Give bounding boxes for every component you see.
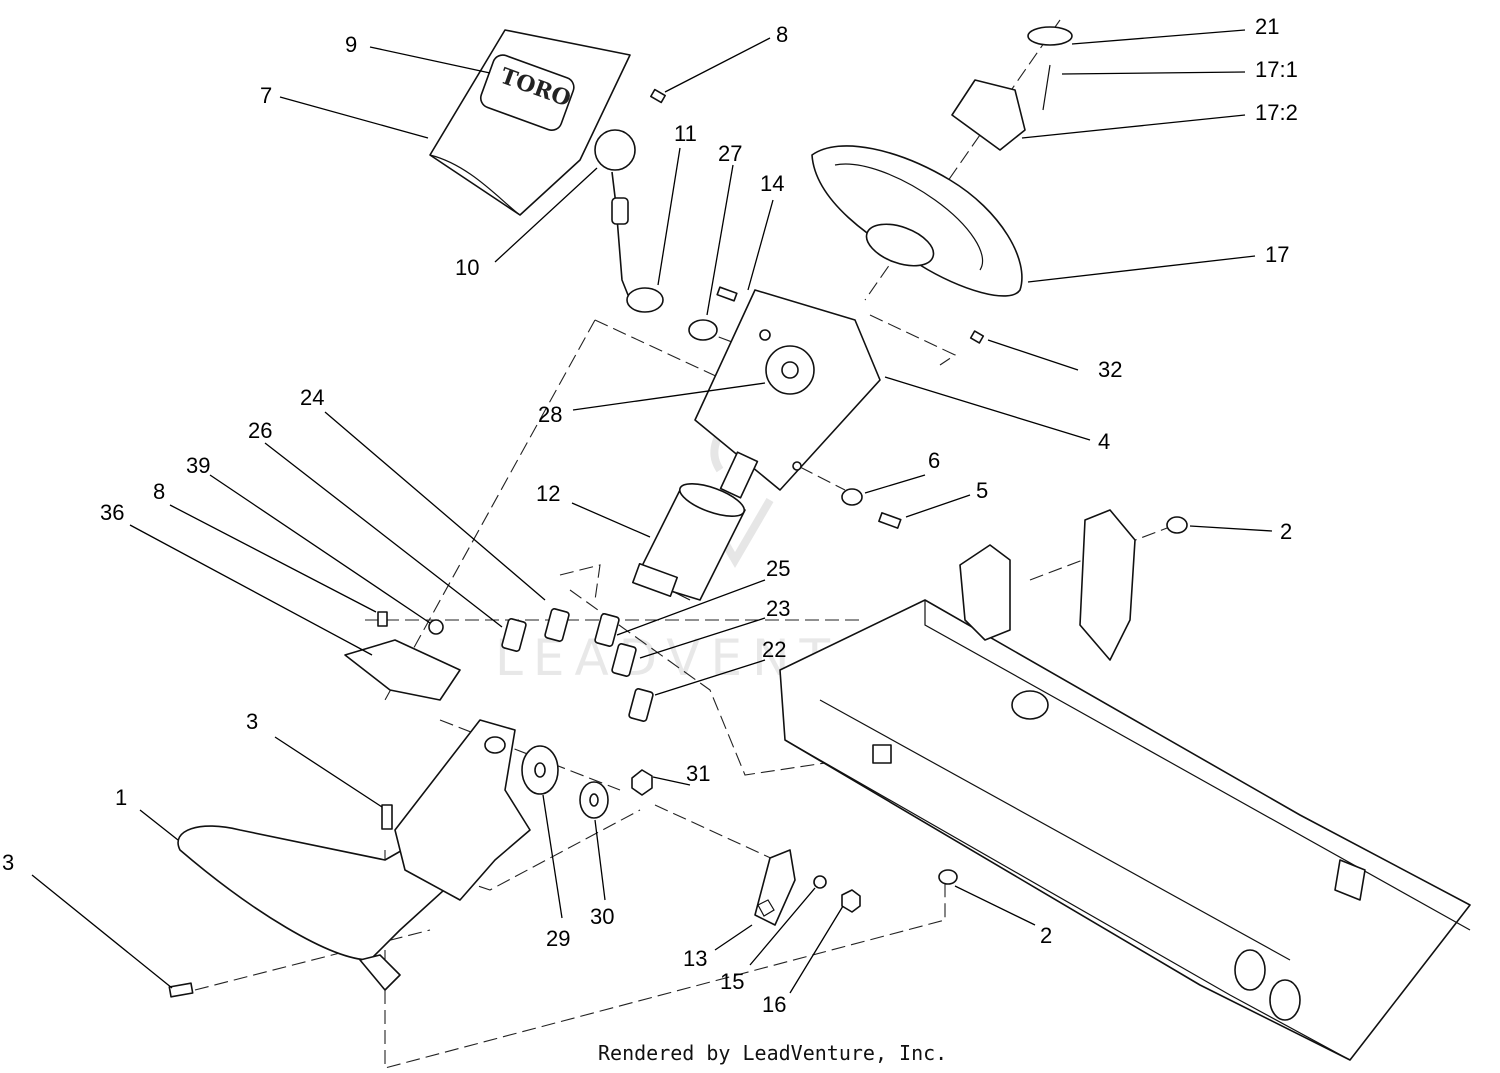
callout-6: 6 xyxy=(928,448,940,473)
steering-cap-parts xyxy=(951,26,1073,151)
hardware-bolts xyxy=(168,88,1188,998)
callout-3: 3 xyxy=(246,709,258,734)
steering-wheel xyxy=(811,145,1023,297)
callout-16: 16 xyxy=(762,992,786,1017)
steering-column xyxy=(631,451,759,601)
foot-pedal-assembly xyxy=(177,719,531,991)
link-arm xyxy=(754,849,796,926)
callout-17-1: 17:1 xyxy=(1255,57,1298,82)
callout-labels: 9 7 8 21 17:1 17:2 11 27 14 10 17 32 24 … xyxy=(2,14,1298,1017)
callout-24: 24 xyxy=(300,385,324,410)
callout-27: 27 xyxy=(718,141,742,166)
shift-lever xyxy=(594,129,664,313)
callout-23: 23 xyxy=(766,596,790,621)
callout-9: 9 xyxy=(345,32,357,57)
callout-2: 2 xyxy=(1280,519,1292,544)
callout-26: 26 xyxy=(248,418,272,443)
callout-17-2: 17:2 xyxy=(1255,100,1298,125)
callout-29: 29 xyxy=(546,926,570,951)
callout-17: 17 xyxy=(1265,242,1289,267)
footer-credit: Rendered by LeadVenture, Inc. xyxy=(598,1041,947,1065)
steering-bracket xyxy=(694,289,881,491)
callout-2-b: 2 xyxy=(1040,923,1052,948)
leader-lines xyxy=(31,29,1273,994)
wire-connectors xyxy=(501,608,654,722)
callout-5: 5 xyxy=(976,478,988,503)
dash-cover-panel: TORO xyxy=(429,29,631,216)
washers xyxy=(521,745,609,819)
callout-1: 1 xyxy=(115,785,127,810)
callout-8: 8 xyxy=(776,22,788,47)
callout-30: 30 xyxy=(590,904,614,929)
callout-15: 15 xyxy=(720,969,744,994)
callout-32: 32 xyxy=(1098,357,1122,382)
callout-12: 12 xyxy=(536,481,560,506)
callout-14: 14 xyxy=(760,171,784,196)
callout-4: 4 xyxy=(1098,429,1110,454)
toro-logo-badge xyxy=(479,54,575,132)
callout-25: 25 xyxy=(766,556,790,581)
callout-8-b: 8 xyxy=(153,479,165,504)
callout-3-b: 3 xyxy=(2,850,14,875)
callout-22: 22 xyxy=(762,637,786,662)
callout-13: 13 xyxy=(683,946,707,971)
mount-plate xyxy=(344,639,461,701)
callout-10: 10 xyxy=(455,255,479,280)
callout-39: 39 xyxy=(186,453,210,478)
callout-28: 28 xyxy=(538,402,562,427)
callout-31: 31 xyxy=(686,761,710,786)
callout-7: 7 xyxy=(260,83,272,108)
callout-36: 36 xyxy=(100,500,124,525)
main-frame xyxy=(779,509,1471,1061)
callout-11: 11 xyxy=(674,121,697,146)
callout-21: 21 xyxy=(1255,14,1279,39)
